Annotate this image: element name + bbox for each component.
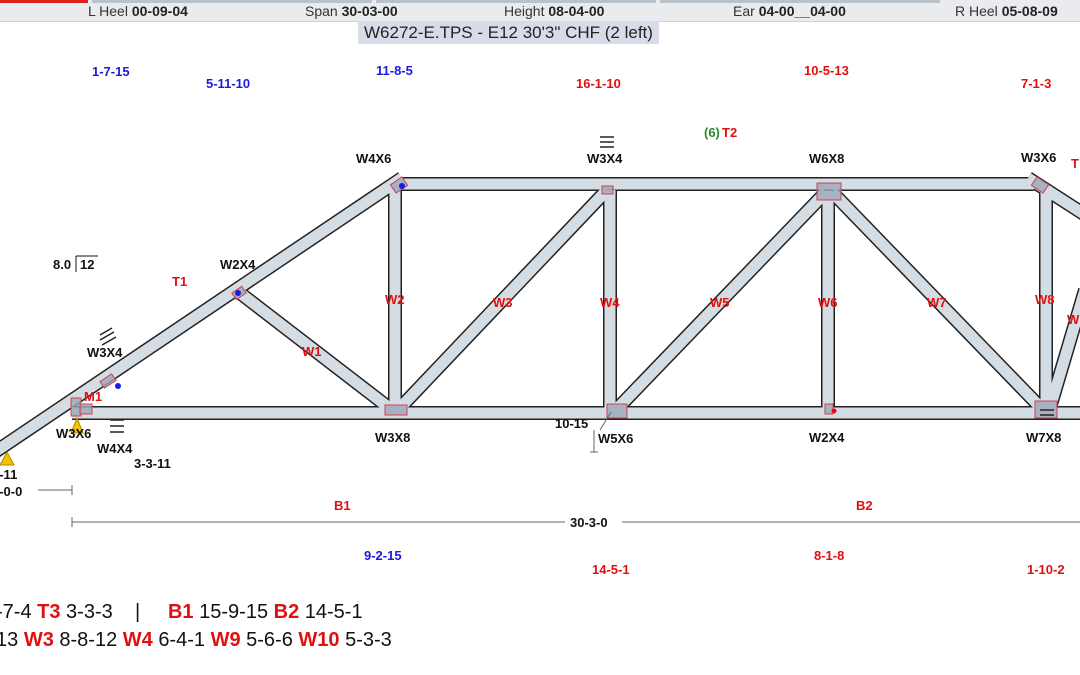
bottom-dim: 1-10-2 <box>1027 562 1065 577</box>
plate <box>389 176 409 194</box>
node-dot <box>831 408 837 414</box>
plate <box>816 182 842 201</box>
member-qty: (6) <box>704 125 720 140</box>
pitch-rise: 8.0 <box>53 257 71 272</box>
height-info: Height 08-04-00 <box>504 3 605 19</box>
heel-dim: 3-3-11 <box>134 456 171 471</box>
member-label-b1: B1 <box>334 498 351 513</box>
member-outlines <box>0 172 1080 457</box>
node-dot <box>235 290 241 296</box>
web-label: W3 <box>493 295 513 310</box>
plate <box>601 185 614 195</box>
bottom-dim: 14-5-1 <box>592 562 630 577</box>
labels: 1-7-15 5-11-10 11-8-5 16-1-10 10-5-13 7-… <box>0 63 1080 577</box>
overhang-dim: 3-0-0 <box>0 484 22 499</box>
bottom-dim: 8-1-8 <box>814 548 844 563</box>
bottom-dim: 9-2-15 <box>364 548 402 563</box>
plate <box>99 373 117 389</box>
web-label: W4 <box>600 295 620 310</box>
plate <box>79 403 93 415</box>
truss-title: W6272-E.TPS - E12 30'3" CHF (2 left) <box>358 21 659 44</box>
member-label-t2: T2 <box>722 125 737 140</box>
pitch-symbol <box>75 255 98 272</box>
web-w5 <box>612 188 830 414</box>
plate <box>1030 176 1050 194</box>
plate-label: W3X4 <box>587 151 623 166</box>
top-dim: 7-1-3 <box>1021 76 1051 91</box>
bearing-heel-icon <box>70 416 84 434</box>
member-label-t3: T <box>1071 156 1079 171</box>
ear-info: Ear 04-00__04-00 <box>733 3 846 19</box>
heel-dim: 3-11 <box>0 467 17 482</box>
bearing-left-icon <box>0 450 15 466</box>
web-w9 <box>1044 288 1080 410</box>
plate-label: W4X6 <box>356 151 391 166</box>
member-label-m1: M1 <box>84 389 102 404</box>
node-dot <box>399 183 405 189</box>
member-label-b2: B2 <box>856 498 873 513</box>
header-bar: L Heel 00-09-04 Span 30-03-00 Height 08-… <box>0 0 1080 22</box>
web-label: W5 <box>710 295 730 310</box>
top-dim: 1-7-15 <box>92 64 130 79</box>
panel-dim: 10-15 <box>555 416 588 431</box>
top-dim: 5-11-10 <box>206 76 250 91</box>
member-label-t1: T1 <box>172 274 187 289</box>
web-label: W8 <box>1035 292 1055 307</box>
overall-span-dim: 30-3-0 <box>570 515 608 530</box>
plate-label: W2X4 <box>220 257 256 272</box>
node-dot <box>115 383 121 389</box>
top-dim: 16-1-10 <box>576 76 621 91</box>
top-chord-t1 <box>0 173 406 456</box>
header-segment <box>376 0 656 3</box>
plate-label: W5X6 <box>598 431 633 446</box>
r-heel-info: R Heel 05-08-09 <box>955 3 1058 19</box>
web-label: W1 <box>302 344 322 359</box>
active-tab-indicator <box>0 0 88 3</box>
plate-label: W3X4 <box>87 345 123 360</box>
top-dim: 11-8-5 <box>376 63 413 78</box>
span-info: Span 30-03-00 <box>305 3 398 19</box>
top-dim: 10-5-13 <box>804 63 849 78</box>
web-w3 <box>394 186 611 414</box>
plate-label: W3X6 <box>1021 150 1056 165</box>
plate-label: W3X8 <box>375 430 410 445</box>
web-label: W2 <box>385 292 405 307</box>
header-segment <box>92 0 372 3</box>
plate-label: W3X6 <box>56 426 91 441</box>
plate <box>384 404 408 416</box>
web-label: W7 <box>927 295 947 310</box>
plate <box>606 403 628 419</box>
lateral-brace-icons <box>99 136 1054 433</box>
plate <box>824 403 834 415</box>
web-w1 <box>236 288 396 415</box>
members <box>0 173 1080 456</box>
pitch-run: 12 <box>80 257 94 272</box>
member-legend-line-1: -7-4 T3 3-3-3 | B1 15-9-15 B2 14-5-1 <box>0 601 363 623</box>
plate-label: W2X4 <box>809 430 845 445</box>
member-legend-line-2: 13 W3 8-8-12 W4 6-4-1 W9 5-6-6 W10 5-3-3 <box>0 629 392 651</box>
plate-label: W7X8 <box>1026 430 1061 445</box>
plate-label: W6X8 <box>809 151 844 166</box>
web-label: W6 <box>818 295 838 310</box>
dimension-lines <box>38 411 1080 527</box>
header-segment <box>660 0 940 3</box>
plate-label: W4X4 <box>97 441 133 456</box>
web-w7 <box>828 188 1047 414</box>
web-label: W <box>1067 312 1080 327</box>
l-heel-info: L Heel 00-09-04 <box>88 3 188 19</box>
